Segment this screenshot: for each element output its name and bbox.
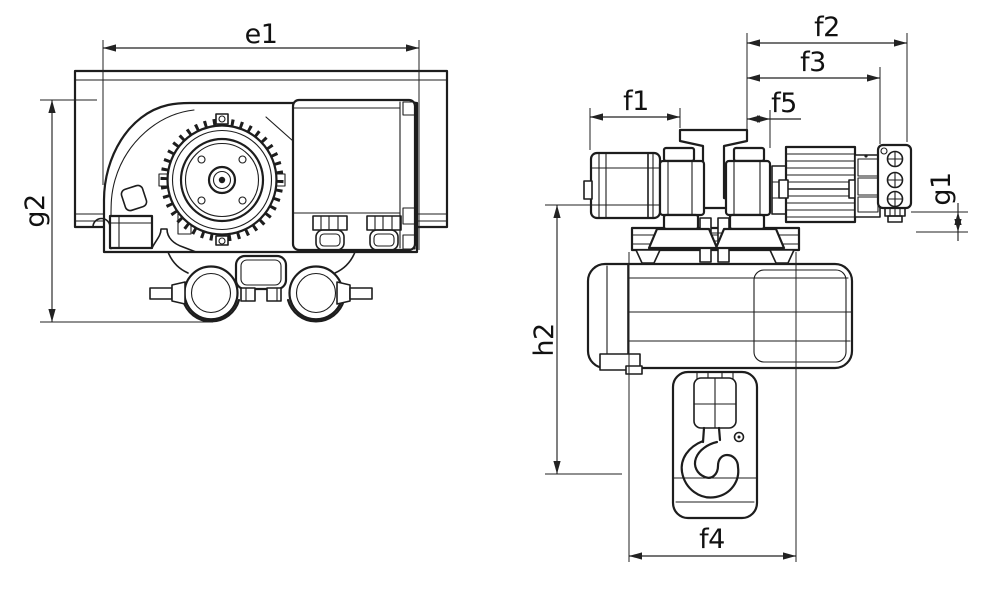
load-hook	[680, 426, 740, 499]
motor-terminal-plate	[864, 143, 913, 210]
side-view-drawing: f1 f5 f3 f2 g1	[529, 12, 968, 562]
dimension-label-f2: f2	[814, 12, 840, 43]
dimension-f3: f3	[747, 47, 881, 144]
dimension-label-f4: f4	[699, 524, 725, 555]
hoist-body-side	[586, 262, 854, 375]
dimension-f5: f5	[746, 33, 801, 148]
dimension-f4: f4	[628, 252, 797, 562]
dimension-label-g2: g2	[20, 194, 51, 227]
control-box-front	[291, 98, 417, 252]
cable-glands	[312, 215, 402, 251]
dimension-f2: f2	[747, 12, 908, 142]
gear-cover-ring	[158, 113, 286, 246]
dimension-label-f1: f1	[623, 86, 649, 117]
trolley-wheel-right	[286, 265, 346, 323]
suspension-crossbar-front	[234, 254, 288, 291]
dimension-label-g1: g1	[926, 172, 957, 205]
dimension-e1: e1	[102, 19, 420, 250]
trolley-plate-left	[647, 146, 719, 250]
trolley-wheel-left	[181, 265, 241, 323]
trolley-front	[149, 251, 373, 323]
dimension-g1: g1	[911, 172, 968, 241]
dimension-label-h2: h2	[529, 323, 560, 356]
wheel-axle-pins	[149, 281, 373, 305]
front-view-drawing: e1 g2	[20, 19, 449, 323]
dimension-g2: g2	[20, 99, 213, 323]
motor-cable-gland	[884, 207, 906, 223]
body-left-fittings	[92, 184, 197, 253]
hook-block	[671, 370, 759, 520]
dimension-f1: f1	[589, 86, 681, 150]
brake-cylinder	[583, 151, 662, 220]
dimension-label-f5: f5	[771, 88, 797, 119]
dimension-label-f3: f3	[800, 47, 826, 78]
dimension-h2: h2	[529, 204, 622, 475]
travel-motor	[778, 143, 913, 224]
dimension-label-e1: e1	[245, 19, 278, 50]
trolley-plate-right	[714, 146, 787, 250]
